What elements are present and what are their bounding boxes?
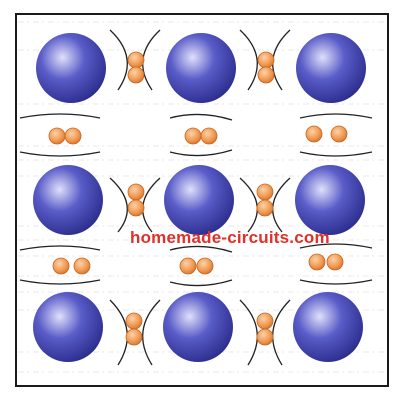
diagram-frame — [15, 13, 389, 387]
silicon-atom — [36, 33, 106, 103]
bond-arc — [272, 299, 291, 366]
silicon-atom — [293, 292, 363, 362]
pair-h2-2 — [179, 257, 214, 275]
bond-lines — [19, 29, 373, 366]
watermark-text: homemade-circuits.com — [130, 228, 330, 247]
bond-arc — [142, 29, 161, 91]
electron-pairs — [48, 51, 348, 346]
pair-r2-v1 — [127, 183, 145, 217]
pair-r3-v2 — [256, 312, 274, 346]
silicon-atom — [163, 292, 233, 362]
pair-h1-1 — [48, 127, 82, 145]
bond-arc — [19, 245, 101, 251]
pair-r1-v1 — [127, 51, 145, 84]
pair-h2-1 — [52, 257, 91, 275]
pair-h2-3 — [308, 253, 344, 271]
silicon-atom — [33, 292, 103, 362]
silicon-atom — [166, 33, 236, 103]
bond-arc — [169, 279, 233, 287]
bond-arc — [169, 113, 233, 121]
pair-r3-v1 — [125, 312, 143, 346]
bond-arc — [299, 243, 373, 249]
bond-arc — [109, 177, 128, 233]
bond-arc — [142, 299, 161, 366]
bond-arc — [109, 29, 128, 91]
silicon-atom — [295, 165, 365, 235]
bond-arc — [299, 279, 373, 285]
pair-r2-v2 — [256, 183, 274, 217]
silicon-atom — [33, 165, 103, 235]
silicon-atom — [296, 33, 366, 103]
bond-arc — [239, 299, 258, 366]
bond-arc — [272, 29, 291, 91]
bond-arc — [169, 245, 233, 253]
bond-arc — [239, 177, 258, 233]
bond-arc — [109, 299, 128, 366]
bond-arc — [142, 177, 161, 233]
bond-arc — [272, 177, 291, 233]
bond-arc — [19, 279, 101, 285]
silicon-atom — [164, 165, 234, 235]
bond-arc — [169, 149, 233, 157]
pair-h1-3 — [305, 125, 348, 143]
pair-r1-v2 — [257, 51, 275, 84]
bond-arc — [239, 29, 258, 91]
pair-h1-2 — [184, 127, 218, 145]
atoms — [33, 33, 366, 362]
bond-arc — [299, 151, 373, 157]
bond-arc — [19, 151, 101, 157]
bond-arc — [299, 113, 373, 119]
bond-arc — [19, 113, 101, 119]
